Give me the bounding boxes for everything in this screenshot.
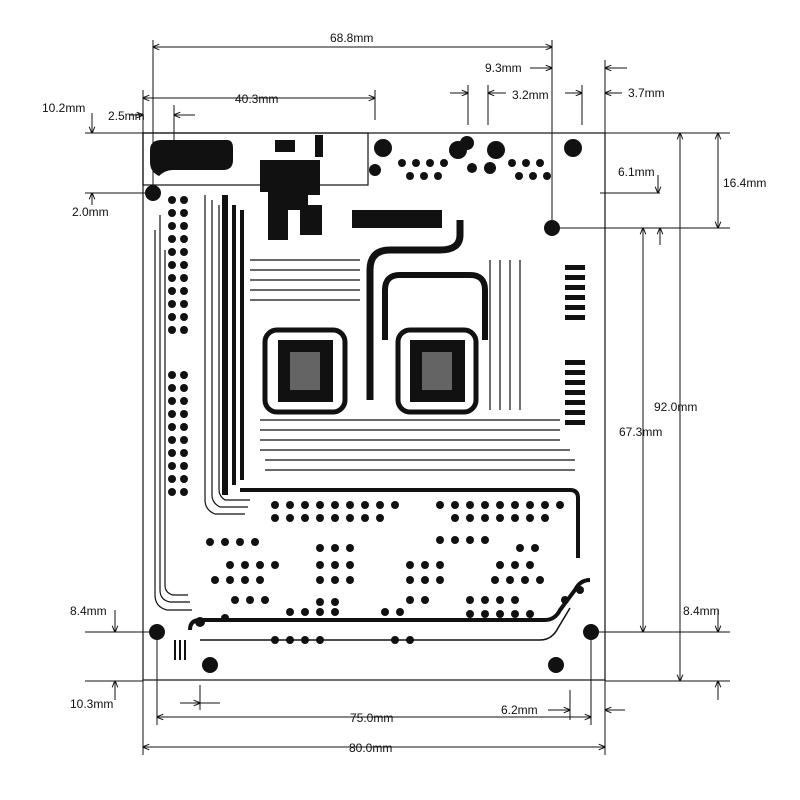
top-connector-pads [369,136,582,180]
mounting-hole-bottom-mid-right [548,657,564,673]
dim-label-2-0: 2.0mm [72,205,109,219]
connector-top-block [275,140,295,152]
dim-label-3-2: 3.2mm [512,88,549,102]
bga-chip-left [262,327,348,415]
left-trace-bus [154,195,250,611]
left-header-pads [168,196,188,496]
dim-label-67-3: 67.3mm [619,425,662,439]
dim-label-40-3: 40.3mm [235,92,278,106]
mounting-hole-bottom-right [583,624,599,640]
bga-chip-right [395,327,479,415]
chip-loop-trace [366,220,464,400]
dim-label-2-5: 2.5mm [108,109,145,123]
dim-label-16-4: 16.4mm [723,176,766,190]
dim-label-10-2: 10.2mm [42,101,85,115]
mounting-hole-bottom-mid-left [202,657,218,673]
bottom-pad-array [195,501,584,644]
inner-trace-column [222,195,244,495]
dim-label-75-0: 75.0mm [350,711,393,725]
dim-label-8-4-right: 8.4mm [683,604,720,618]
bottom-bus-traces [174,488,591,660]
dim-label-9-3: 9.3mm [485,61,522,75]
dim-label-10-3: 10.3mm [70,697,113,711]
dim-label-92-0: 92.0mm [654,400,697,414]
dim-label-68-8: 68.8mm [330,31,373,45]
pcb-artwork [150,135,591,660]
dimension-lines [85,40,730,755]
right-connector-pads [565,265,585,425]
dim-label-3-7: 3.7mm [628,86,665,100]
dim-label-8-4-left: 8.4mm [70,604,107,618]
copper-pour-power [260,160,442,240]
connector-top-block-2 [315,135,323,157]
dim-label-6-2: 6.2mm [501,703,538,717]
mounting-hole-bottom-left [149,624,165,640]
dim-label-80-0: 80.0mm [349,741,392,755]
dim-label-6-1: 6.1mm [618,165,655,179]
chip-frame-trace [382,272,488,340]
copper-pour-top-left [150,140,233,176]
dimension-labels: 68.8mm 9.3mm 40.3mm 10.2mm 2.5mm 3.2mm 3… [42,31,766,755]
dense-traces [250,259,575,471]
